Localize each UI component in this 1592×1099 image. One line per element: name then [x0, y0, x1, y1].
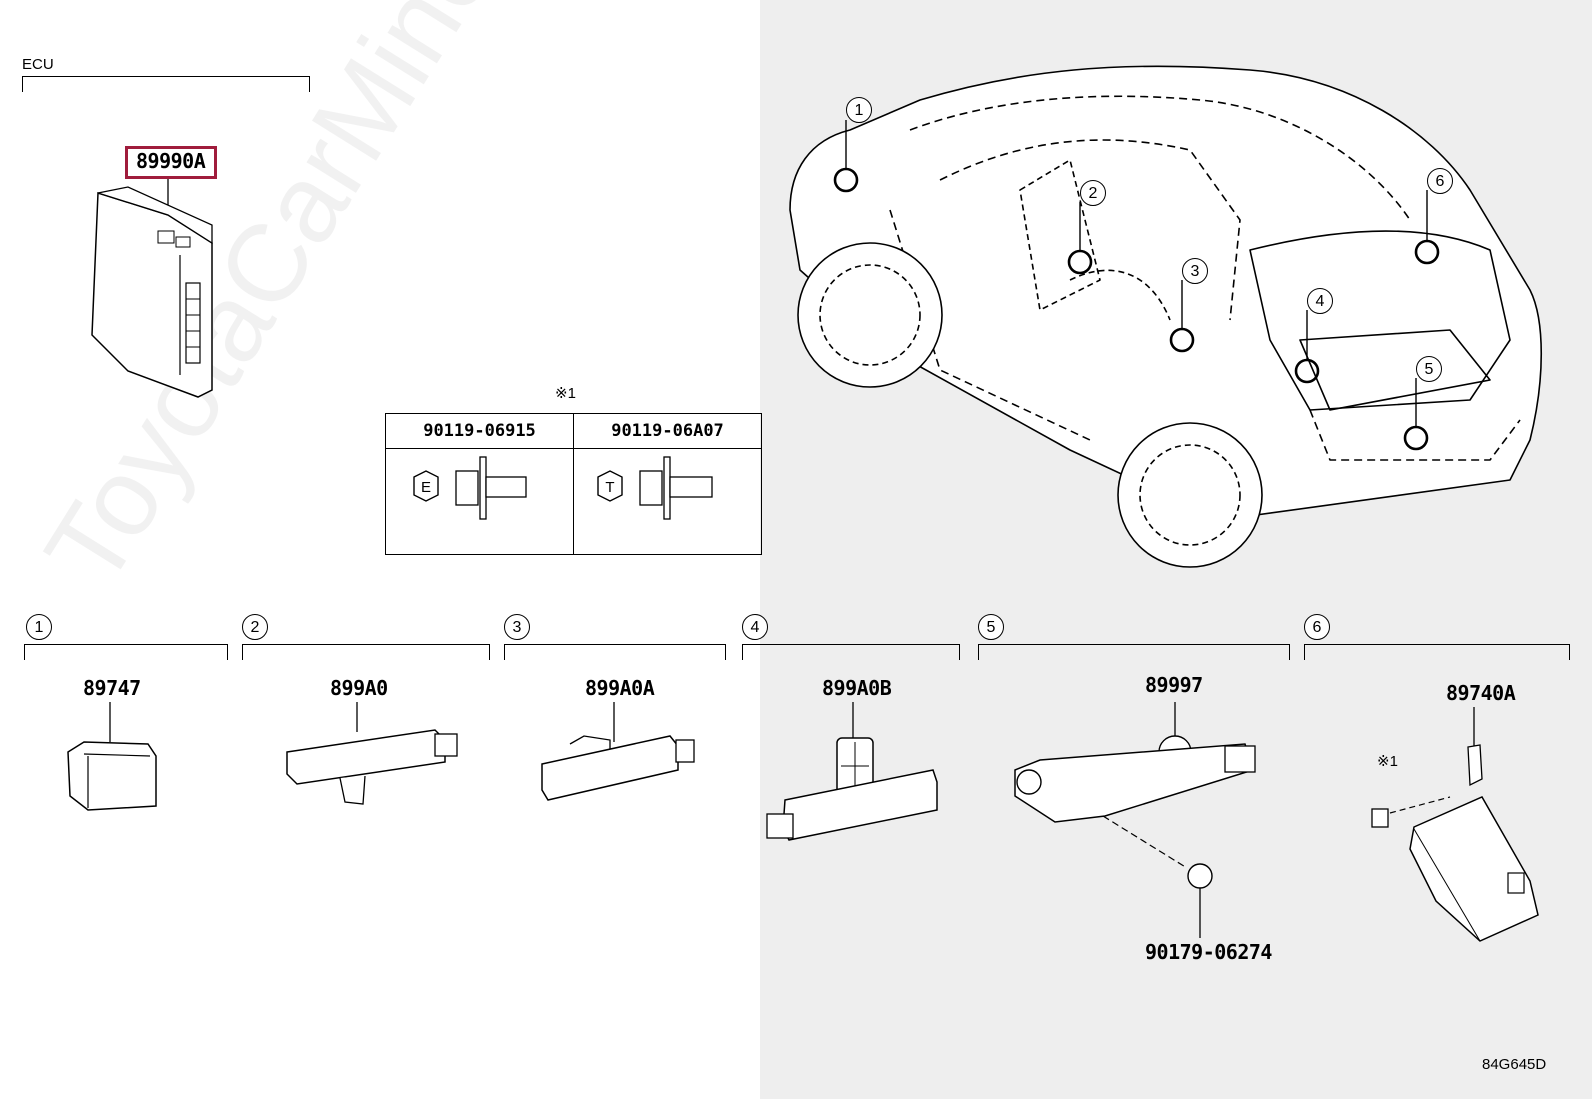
- bolt-head-letter: T: [605, 479, 614, 496]
- module-89740A-drawing: [1371, 707, 1539, 942]
- handle-sensor-89997-drawing: [1014, 702, 1256, 938]
- group-bracket-5: [978, 644, 1290, 660]
- antenna-899A0A-drawing: [541, 702, 695, 801]
- sensor-89747-drawing: [67, 702, 157, 811]
- hardware-drawing-cell: T: [573, 448, 762, 555]
- part-number-6[interactable]: 89740A: [1446, 681, 1516, 705]
- group-bracket-3: [504, 644, 726, 660]
- antenna-899A0B-drawing: [766, 702, 938, 841]
- part-number-3[interactable]: 899A0A: [585, 676, 655, 700]
- hardware-drawing-cell: E: [385, 448, 574, 555]
- vehicle-callout-3[interactable]: 3: [1182, 258, 1208, 284]
- group-ref-3[interactable]: 3: [504, 614, 530, 640]
- group-bracket-6: [1304, 644, 1570, 660]
- part-number-1[interactable]: 89747: [83, 676, 141, 700]
- antenna-899A0-drawing: [286, 702, 458, 805]
- group-ref-5[interactable]: 5: [978, 614, 1004, 640]
- vehicle-callout-2[interactable]: 2: [1080, 180, 1106, 206]
- part-number-4[interactable]: 899A0B: [822, 676, 892, 700]
- vehicle-callout-1[interactable]: 1: [846, 97, 872, 123]
- group-ref-1[interactable]: 1: [26, 614, 52, 640]
- selected-part-highlight[interactable]: [125, 146, 217, 179]
- ecu-module-drawing: [91, 179, 213, 398]
- group-ref-2[interactable]: 2: [242, 614, 268, 640]
- ecu-label: ECU: [22, 56, 54, 73]
- bolt-head-letter: E: [421, 479, 431, 496]
- part-number-5[interactable]: 89997: [1145, 673, 1203, 697]
- ecu-part-number[interactable]: 89990A: [136, 149, 206, 173]
- hardware-part-number[interactable]: 90119-06915: [385, 413, 574, 449]
- group-ref-6[interactable]: 6: [1304, 614, 1330, 640]
- diagram-code: 84G645D: [1482, 1056, 1547, 1073]
- flange-bolt-drawing: T: [597, 456, 713, 520]
- sub-part-number-5[interactable]: 90179-06274: [1145, 940, 1272, 964]
- hardware-table: 90119-06915 90119-06A07 E T: [385, 413, 762, 555]
- group-bracket-1: [24, 644, 228, 660]
- vehicle-callout-4[interactable]: 4: [1307, 288, 1333, 314]
- flange-bolt-drawing: E: [413, 456, 527, 520]
- ecu-bracket: [22, 76, 310, 92]
- part-number-2[interactable]: 899A0: [330, 676, 388, 700]
- vehicle-callout-5[interactable]: 5: [1416, 356, 1442, 382]
- part-6-note-mark: ※1: [1377, 753, 1398, 770]
- hardware-table-note-mark: ※1: [555, 385, 576, 402]
- group-bracket-4: [742, 644, 960, 660]
- group-ref-4[interactable]: 4: [742, 614, 768, 640]
- vehicle-callout-6[interactable]: 6: [1427, 168, 1453, 194]
- vehicle-drawing: [789, 65, 1542, 568]
- hardware-part-number[interactable]: 90119-06A07: [573, 413, 762, 449]
- group-bracket-2: [242, 644, 490, 660]
